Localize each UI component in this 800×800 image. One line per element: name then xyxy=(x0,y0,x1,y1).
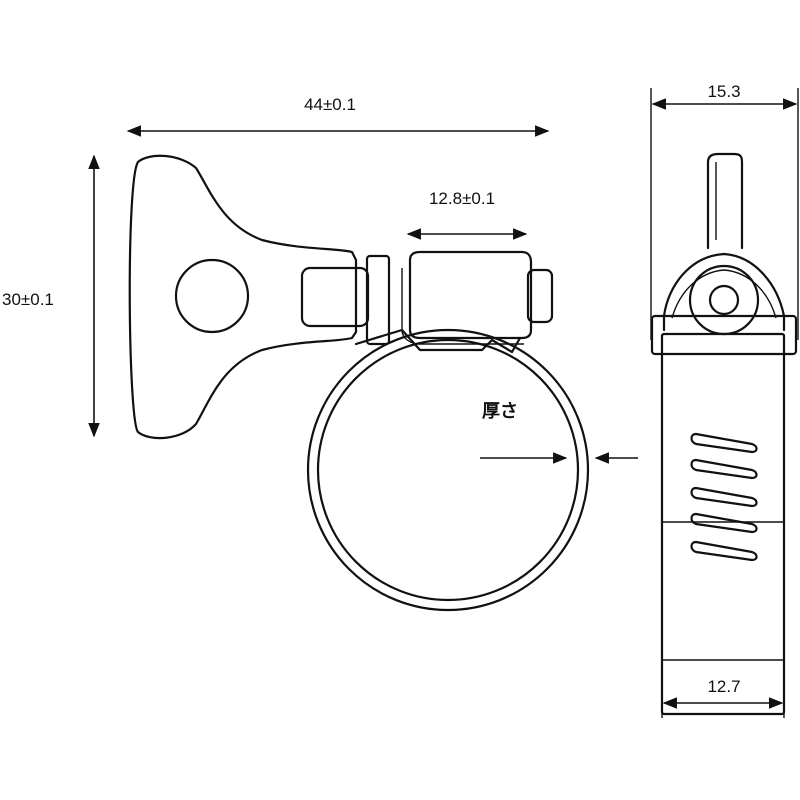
overall-height-label: 30±0.1 xyxy=(2,290,54,309)
wing-key-hole xyxy=(174,258,250,334)
band-bracket xyxy=(365,254,391,346)
screw-shaft-left xyxy=(300,266,370,328)
overall-width-label: 44±0.1 xyxy=(304,95,356,114)
band-ring-outer xyxy=(306,328,590,612)
front-view: 厚さ 44±0.1 12.8±0.1 30±0.1 xyxy=(2,95,638,612)
side-screw-inner xyxy=(708,284,740,316)
side-width-label: 15.3 xyxy=(707,82,740,101)
band-overlap xyxy=(354,328,522,354)
side-wing-stem xyxy=(706,152,744,250)
screw-shaft-right xyxy=(526,268,554,324)
band-slots xyxy=(690,432,758,562)
side-flange xyxy=(650,314,798,356)
side-band xyxy=(660,332,786,716)
band-width-label: 12.7 xyxy=(707,677,740,696)
side-screw-outer xyxy=(688,264,760,336)
band-ring-inner xyxy=(316,338,580,602)
wing-key-outline xyxy=(128,154,358,440)
thickness-label: 厚さ xyxy=(482,401,518,422)
side-housing-arch xyxy=(662,252,786,332)
housing-width-label: 12.8±0.1 xyxy=(429,189,495,208)
side-view: 15.3 12.7 xyxy=(650,82,799,718)
screw-housing xyxy=(408,250,533,340)
